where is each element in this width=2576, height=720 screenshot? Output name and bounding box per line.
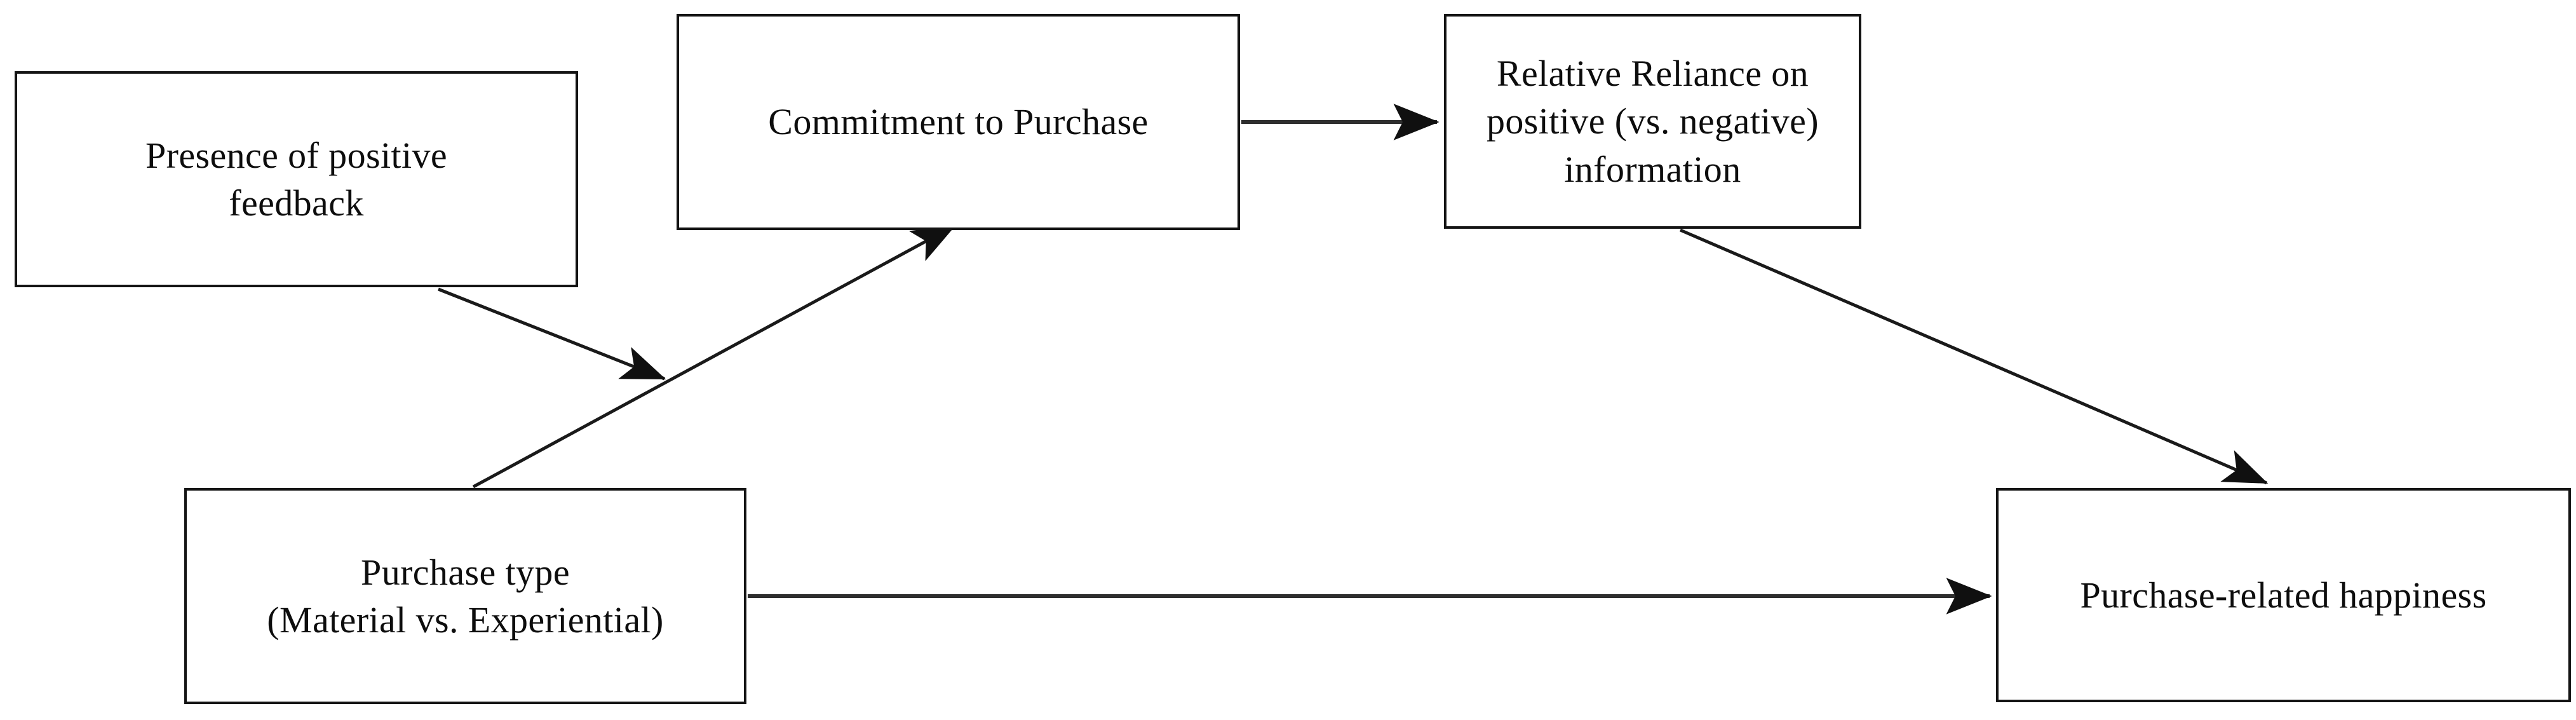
node-label: Presence of positive feedback [145,134,448,224]
node-label: Commitment to Purchase [768,101,1149,143]
node-purchase-type[interactable]: Purchase type (Material vs. Experiential… [184,488,746,704]
node-purchase-related-happiness[interactable]: Purchase-related happiness [1996,488,2571,702]
edge-reliance-to-happiness [1680,228,2269,485]
node-presence-of-positive-feedback[interactable]: Presence of positive feedback [15,71,578,287]
node-label: Relative Reliance on positive (vs. negat… [1486,52,1819,190]
node-label: Purchase type (Material vs. Experiential… [267,551,664,641]
node-label: Purchase-related happiness [2080,574,2487,616]
edge-feedback-moderates-path [438,287,666,381]
node-commitment-to-purchase[interactable]: Commitment to Purchase [677,14,1240,230]
node-relative-reliance[interactable]: Relative Reliance on positive (vs. negat… [1444,14,1861,229]
